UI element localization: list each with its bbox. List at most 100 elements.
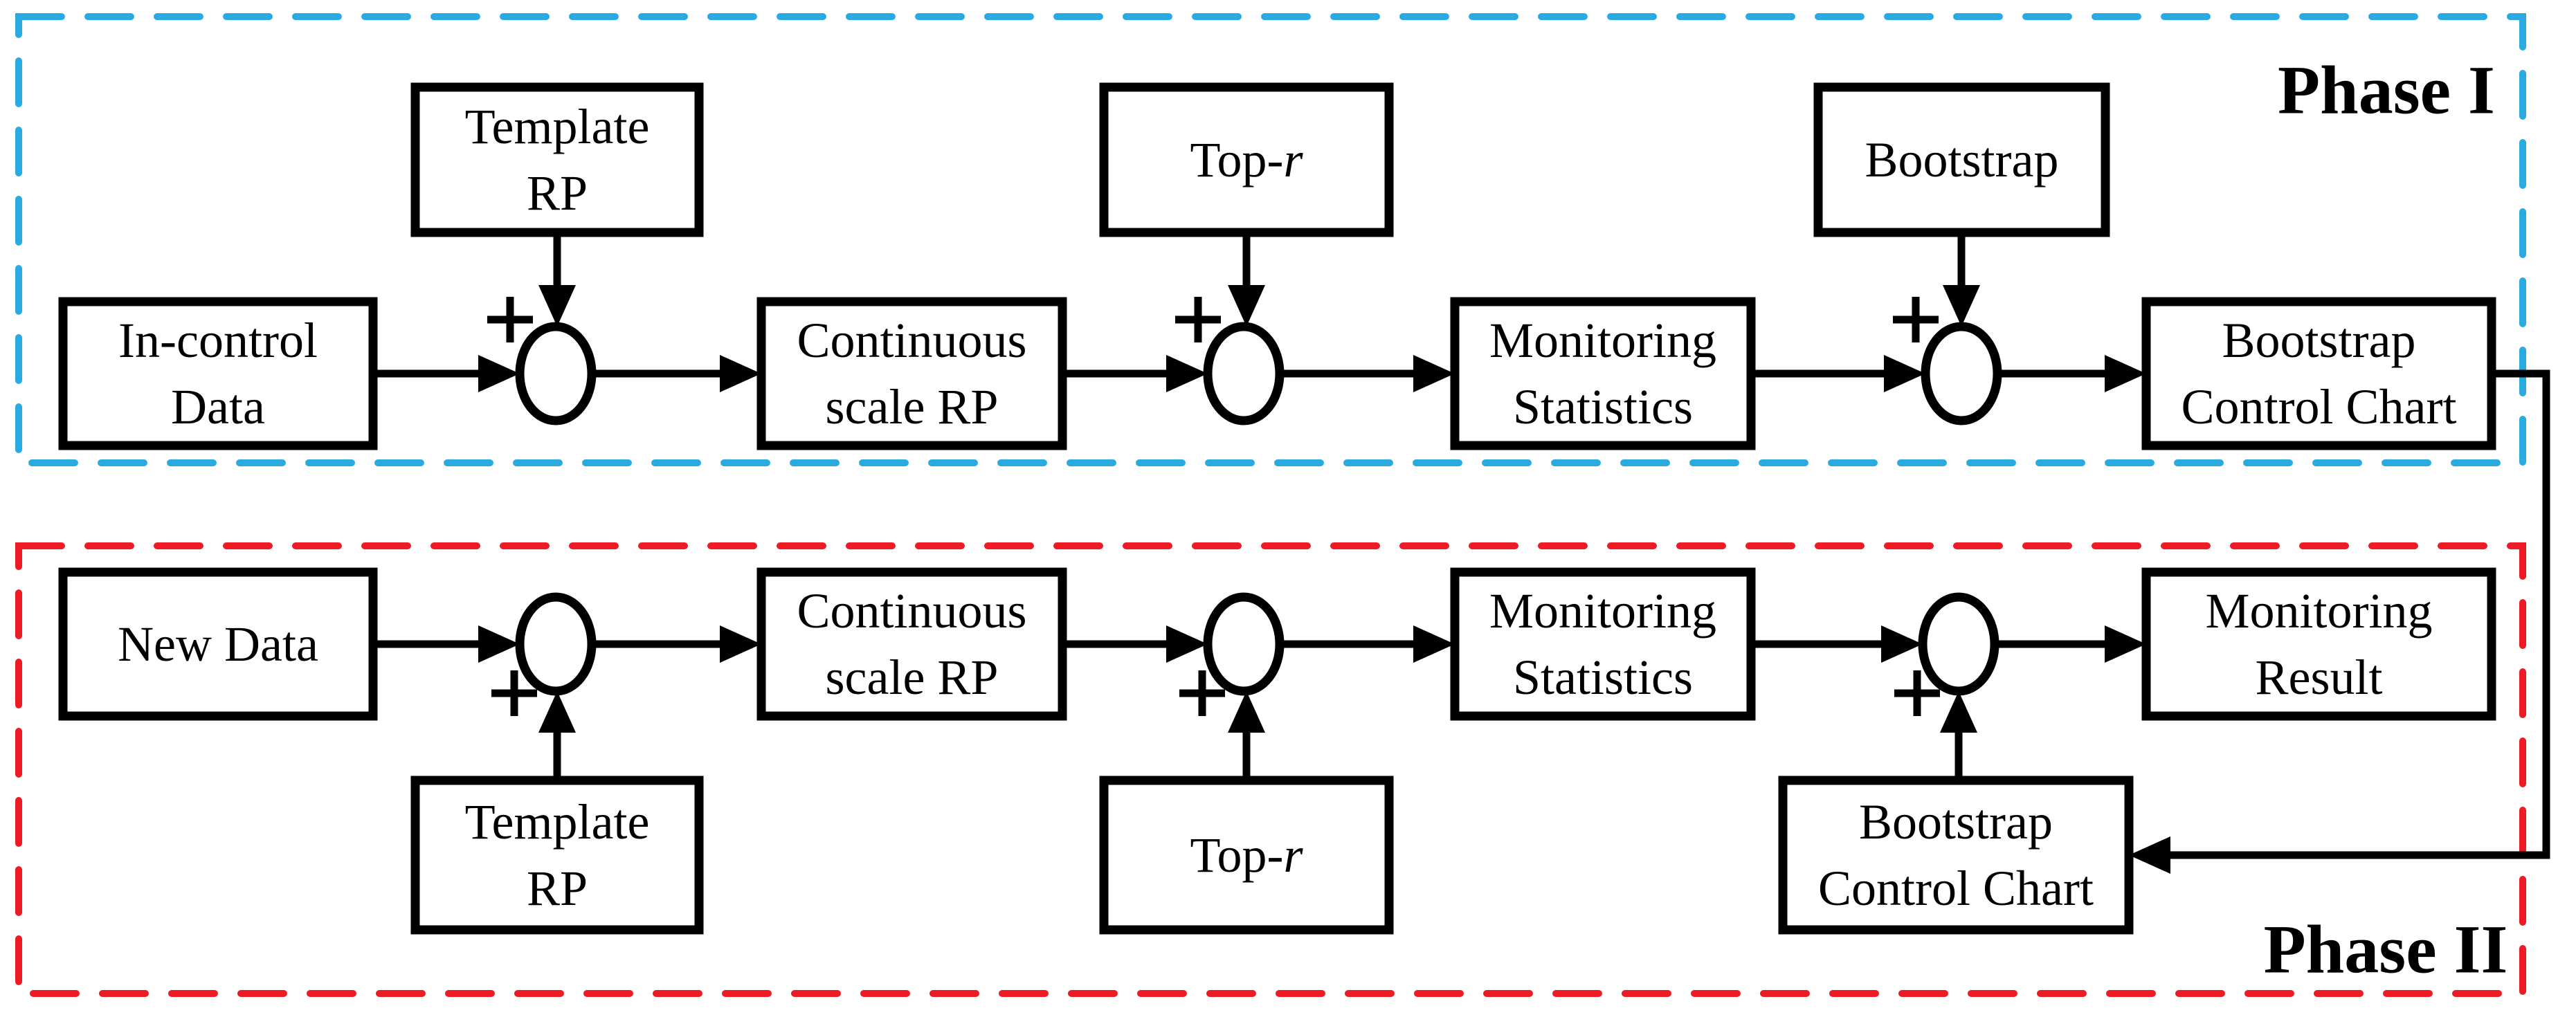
arrowhead-top-r1-to-junction2 <box>1228 285 1265 327</box>
arrowhead-junction4-to-continuous-rp2 <box>720 625 761 663</box>
label-text: RP <box>527 861 588 916</box>
label-text: In-control <box>118 313 318 368</box>
label-text: Control Chart <box>1818 861 2094 916</box>
arrowhead-bcc2-to-junction6 <box>1940 691 1977 733</box>
label-text: Monitoring <box>1489 583 1716 639</box>
box-bootstrap-control-chart-phase1-label-line: Control Chart <box>2182 379 2457 434</box>
junction-6-plus-sign <box>1894 670 1940 716</box>
box-template-rp-phase1-label-line: RP <box>527 165 588 221</box>
label-text: RP <box>527 165 588 221</box>
label-text: Template <box>465 794 650 850</box>
arrowhead-top-r2-to-junction5 <box>1228 691 1265 733</box>
label-text: scale RP <box>826 650 999 705</box>
label-text: Bootstrap <box>2222 313 2416 368</box>
label-text: Bootstrap <box>1865 132 2059 187</box>
junction-2-circle <box>1203 322 1285 425</box>
box-monitoring-result-label-line: Result <box>2255 650 2382 705</box>
box-continuous-scale-rp-phase1 <box>756 297 1067 450</box>
junction-3-circle <box>1921 322 2002 425</box>
arrowhead-in-control-to-junction1 <box>478 355 520 392</box>
box-top-r-phase2-label-line: Top-r <box>1190 827 1304 883</box>
box-bootstrap-control-chart-phase2-label-line: Bootstrap <box>1859 794 2053 850</box>
arrowhead-new-data-to-junction4 <box>478 625 520 663</box>
label-text: scale RP <box>826 379 999 434</box>
box-template-rp-phase2-label-line: RP <box>527 861 588 916</box>
box-continuous-scale-rp-phase2-label-line: scale RP <box>826 650 999 705</box>
arrowhead-monitoring-stats2-to-junction6 <box>1881 625 1923 663</box>
label-text: Result <box>2255 650 2382 705</box>
box-continuous-scale-rp-phase2 <box>756 567 1067 721</box>
arrowhead-template-rp2-to-junction4 <box>538 691 576 733</box>
junction-5-plus-sign <box>1179 670 1225 716</box>
box-bootstrap-phase1-label-line: Bootstrap <box>1865 132 2059 187</box>
box-bootstrap-control-chart-phase1-label-line: Bootstrap <box>2222 313 2416 368</box>
junction-4-circle <box>515 592 597 696</box>
label-text: Continuous <box>797 583 1026 639</box>
box-in-control-data <box>58 297 378 450</box>
label-text: New Data <box>118 616 318 672</box>
label-text: Continuous <box>797 313 1026 368</box>
label-text: Monitoring <box>2205 583 2432 639</box>
box-template-rp-phase1-label-line: Template <box>465 99 650 154</box>
arrowhead-bootstrap1-to-junction3 <box>1943 285 1980 327</box>
box-continuous-scale-rp-phase2-label-line: Continuous <box>797 583 1026 639</box>
label-text: Top- <box>1190 827 1284 883</box>
label-text: Template <box>465 99 650 154</box>
box-top-r-phase1-label-line: Top-r <box>1190 132 1304 187</box>
edge-bcc1-feedback-to-bcc2 <box>2170 369 2550 859</box>
arrowhead-template-rp1-to-junction1 <box>538 285 576 327</box>
box-template-rp-phase2-label-line: Template <box>465 794 650 850</box>
box-top-r-phase1 <box>1099 82 1394 237</box>
phase-2-label: Phase II <box>2264 911 2508 988</box>
box-monitoring-statistics-phase2-label-line: Statistics <box>1513 650 1693 705</box>
box-continuous-scale-rp-phase1-label-line: scale RP <box>826 379 999 434</box>
box-bootstrap-control-chart-phase2-label-line: Control Chart <box>1818 861 2094 916</box>
label-text: r <box>1283 132 1303 187</box>
box-template-rp-phase1 <box>410 82 704 237</box>
label-text: Statistics <box>1513 379 1693 434</box>
label-text: Statistics <box>1513 650 1693 705</box>
label-text: Bootstrap <box>1859 794 2053 850</box>
phase-2-dashed-border <box>15 542 2526 997</box>
box-monitoring-statistics-phase2 <box>1450 567 1756 721</box>
arrowhead-junction2-to-monitoring-stats1 <box>1413 355 1455 392</box>
arrowhead-continuous-rp1-to-junction2 <box>1166 355 1208 392</box>
arrowhead-junction6-to-monitoring-result <box>2105 625 2146 663</box>
junction-1-circle <box>515 322 597 425</box>
box-bootstrap-control-chart-phase2 <box>1778 776 2134 935</box>
label-text: r <box>1283 827 1303 883</box>
arrowhead-bcc1-feedback-to-bcc2 <box>2129 836 2170 874</box>
arrowhead-junction3-to-bcc1 <box>2105 355 2146 392</box>
arrowhead-continuous-rp2-to-junction5 <box>1166 625 1208 663</box>
junction-1-plus-sign <box>487 297 533 342</box>
box-monitoring-result <box>2141 567 2496 721</box>
phase-1-label: Phase I <box>2278 52 2495 129</box>
box-monitoring-statistics-phase2-label-line: Monitoring <box>1489 583 1716 639</box>
arrowhead-monitoring-stats1-to-junction3 <box>1884 355 1925 392</box>
label-text: Control Chart <box>2182 379 2457 434</box>
box-monitoring-result-label-line: Monitoring <box>2205 583 2432 639</box>
arrowhead-junction1-to-continuous-rp1 <box>720 355 761 392</box>
label-text: Monitoring <box>1489 313 1716 368</box>
junction-5-circle <box>1203 592 1285 696</box>
box-new-data-label-line: New Data <box>118 616 318 672</box>
box-top-r-phase2 <box>1099 776 1394 935</box>
box-in-control-data-label-line: In-control <box>118 313 318 368</box>
label-text: Data <box>171 379 265 434</box>
box-continuous-scale-rp-phase1-label-line: Continuous <box>797 313 1026 368</box>
box-monitoring-statistics-phase1 <box>1450 297 1756 450</box>
box-monitoring-statistics-phase1-label-line: Statistics <box>1513 379 1693 434</box>
box-bootstrap-phase1 <box>1813 82 2110 237</box>
box-template-rp-phase2 <box>410 776 704 935</box>
box-new-data <box>58 567 378 721</box>
arrowhead-junction5-to-monitoring-stats2 <box>1413 625 1455 663</box>
box-in-control-data-label-line: Data <box>171 379 265 434</box>
junction-3-plus-sign <box>1893 297 1939 342</box>
box-bootstrap-control-chart-phase1 <box>2141 297 2496 450</box>
phase-1-dashed-border <box>15 13 2526 466</box>
junction-6-circle <box>1918 592 1999 696</box>
box-monitoring-statistics-phase1-label-line: Monitoring <box>1489 313 1716 368</box>
junction-4-plus-sign <box>491 670 537 716</box>
